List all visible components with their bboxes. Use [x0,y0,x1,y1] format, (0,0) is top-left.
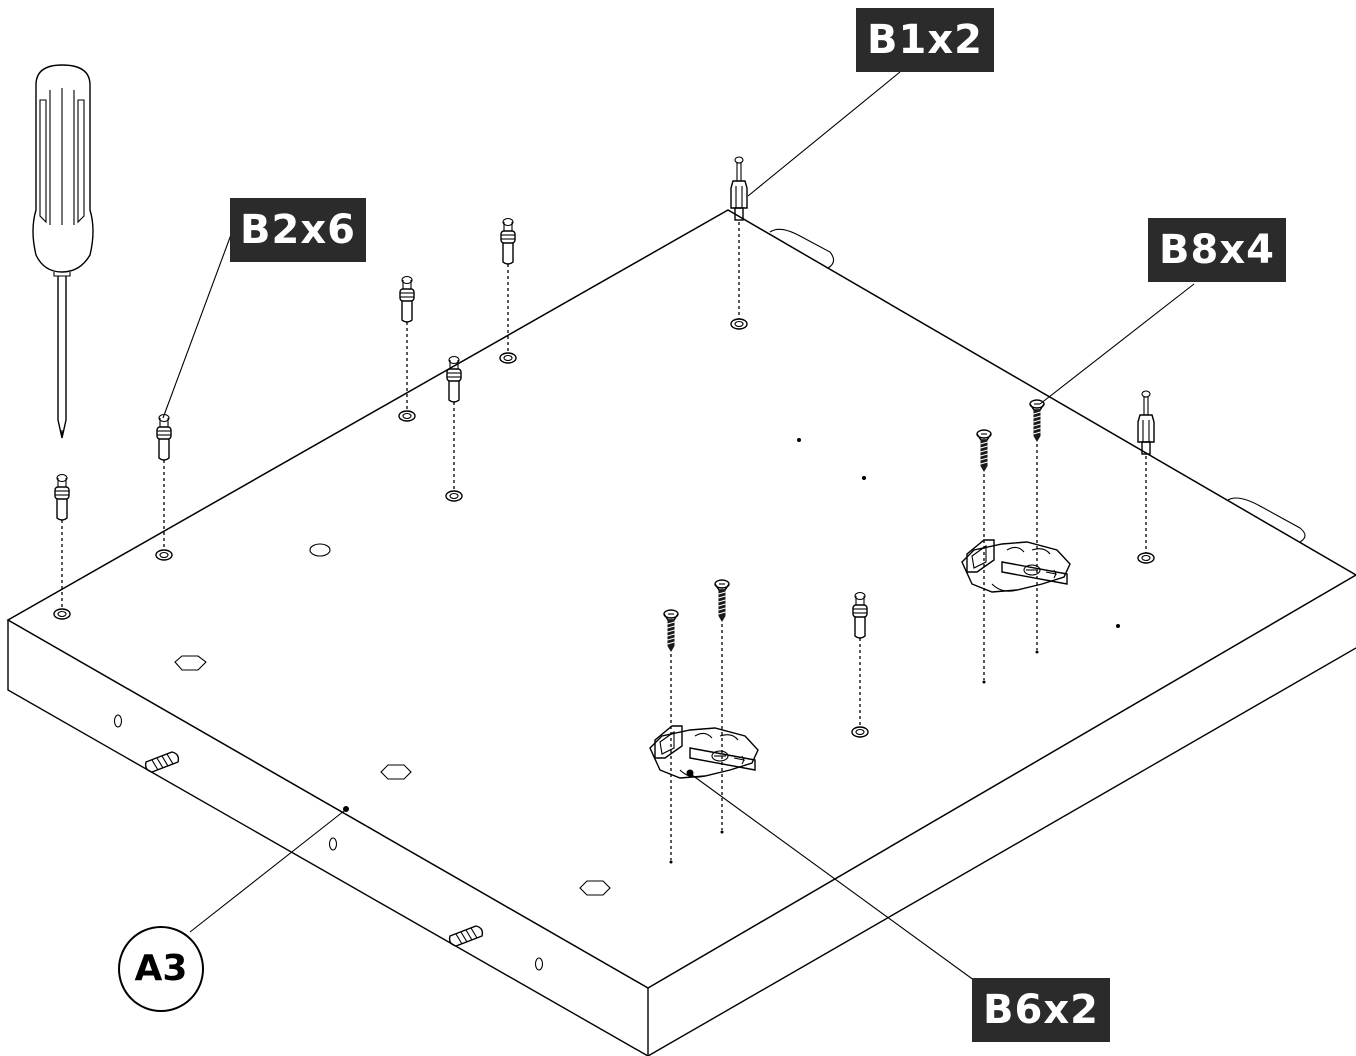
panel-label-a3: A3 [118,926,204,1012]
part-label-b6: B6x2 [972,978,1110,1042]
board-panel-a3 [6,209,1356,1056]
receiving-holes [53,318,1155,738]
board-edge-features [113,714,544,971]
callout-leader-lines [162,71,1195,1003]
screwdriver-icon [32,64,94,439]
part-label-b1: B1x2 [856,8,994,72]
part-label-b8: B8x4 [1148,218,1286,282]
part-label-b2: B2x6 [230,198,366,262]
board-top-holes [174,438,1120,896]
mounting-bracket-parts [649,539,1071,779]
assembly-guide-lines [61,222,1147,864]
